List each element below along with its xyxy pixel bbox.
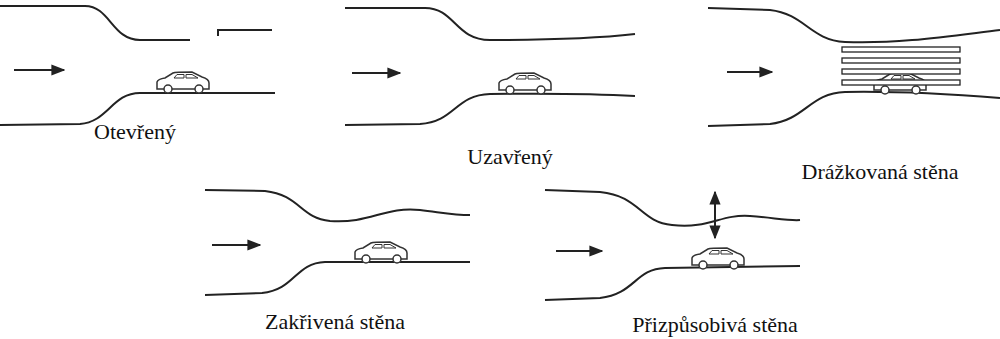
caption-label: Zakřivená stěna: [265, 310, 405, 334]
adaptive-wall-test-section: [545, 190, 800, 300]
closed-test-section: [345, 8, 635, 125]
slotted-wall-test-section: [708, 8, 1000, 126]
contoured-wall-test-section: [205, 190, 470, 295]
caption-label: Drážkovaná stěna: [802, 160, 959, 184]
open-test-section: [0, 6, 275, 125]
caption-label: Uzavřený: [467, 145, 553, 169]
caption-label: Otevřený: [94, 120, 176, 144]
caption-label: Přizpůsobivá stěna: [632, 313, 798, 337]
